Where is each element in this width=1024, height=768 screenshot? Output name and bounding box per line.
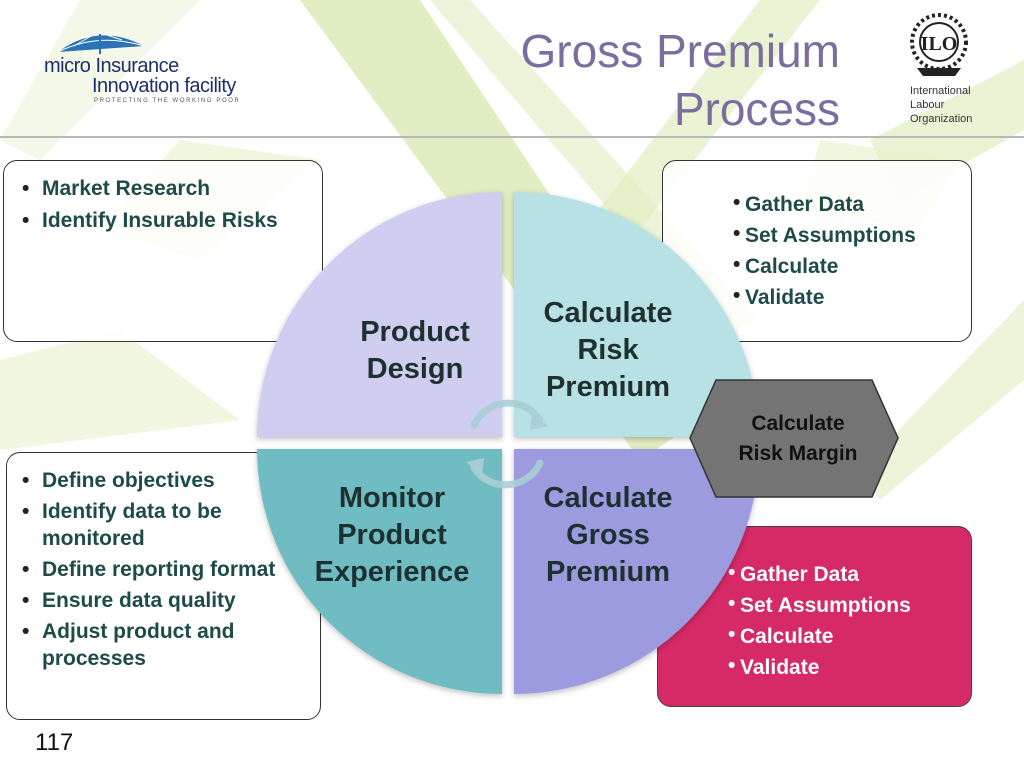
list-item: •Set Assumptions [728, 592, 911, 617]
cycle-arrows-icon [470, 399, 544, 489]
quadrant-product-design [257, 192, 502, 437]
bullet-icon: • [22, 558, 30, 581]
logo-line-1: micro Insurance [44, 55, 179, 77]
bullet-icon: • [22, 177, 30, 200]
quadrant-calculate-risk-premium [514, 192, 759, 437]
list-item: •Identify data to be monitored [22, 500, 222, 550]
product-design-list: •Market Research •Identify Insurable Ris… [22, 175, 302, 239]
slide-title: Gross Premium Process [521, 22, 840, 138]
bullet-icon: • [733, 222, 741, 245]
list-item: •Validate [728, 654, 820, 679]
bullet-icon: • [728, 654, 736, 677]
ilo-emblem-icon: ILO [910, 13, 968, 76]
list-item: •Validate [733, 284, 825, 309]
microinsurance-umbrella-logo [57, 31, 145, 54]
risk-premium-steps-list: •Gather Data •Set Assumptions •Calculate… [733, 191, 965, 315]
list-item: •Calculate [728, 623, 834, 648]
page-number: 117 [35, 729, 74, 756]
header-divider [0, 136, 1024, 138]
quadrant-calculate-gross-premium [514, 449, 759, 694]
list-item: •Define reporting format [22, 558, 276, 581]
monitor-product-experience-label: Monitor Product Experience [314, 482, 470, 588]
ilo-line-1: International [910, 85, 971, 97]
bullet-icon: • [728, 592, 736, 615]
bullet-icon: • [22, 500, 30, 523]
bullet-icon: • [22, 589, 30, 612]
list-item: •Adjust product and processes [22, 620, 235, 670]
title-line-1: Gross Premium [520, 25, 840, 77]
ilo-name: International Labour Organization [910, 84, 972, 126]
bullet-icon: • [733, 284, 741, 307]
gross-premium-steps-list: •Gather Data •Set Assumptions •Calculate… [728, 561, 960, 685]
list-item: •Calculate [733, 253, 839, 278]
risk-margin-label: Calculate Risk Margin [738, 412, 858, 465]
title-line-2: Process [673, 83, 840, 135]
bullet-icon: • [22, 209, 30, 232]
risk-margin-hexagon [689, 379, 899, 498]
logo-tagline: PROTECTING THE WORKING POOR [94, 98, 241, 104]
quadrant-monitor-product-experience [257, 449, 502, 694]
logo-line-2: Innovation facility [92, 75, 236, 97]
bullet-icon: • [728, 623, 736, 646]
bullet-icon: • [22, 469, 30, 492]
list-item: •Gather Data [728, 561, 860, 586]
bullet-icon: • [22, 620, 30, 643]
list-item: •Ensure data quality [22, 589, 236, 612]
ilo-line-3: Organization [910, 113, 973, 125]
monitor-experience-list: •Define objectives •Identify data to be … [22, 467, 312, 676]
svg-text:ILO: ILO [921, 33, 958, 55]
ilo-line-2: Labour [910, 99, 945, 111]
calculate-gross-premium-label: Calculate Gross Premium [543, 482, 673, 588]
bullet-icon: • [733, 191, 741, 214]
calculate-risk-premium-label: Calculate Risk Premium [543, 297, 673, 403]
list-item: •Market Research [22, 177, 211, 200]
product-design-notes-box: •Market Research •Identify Insurable Ris… [3, 160, 323, 342]
list-item: •Define objectives [22, 469, 215, 492]
list-item: •Gather Data [733, 191, 865, 216]
bullet-icon: • [728, 561, 736, 584]
product-design-label: Product Design [360, 316, 470, 385]
bullet-icon: • [733, 253, 741, 276]
list-item: •Identify Insurable Risks [22, 209, 278, 232]
list-item: •Set Assumptions [733, 222, 916, 247]
